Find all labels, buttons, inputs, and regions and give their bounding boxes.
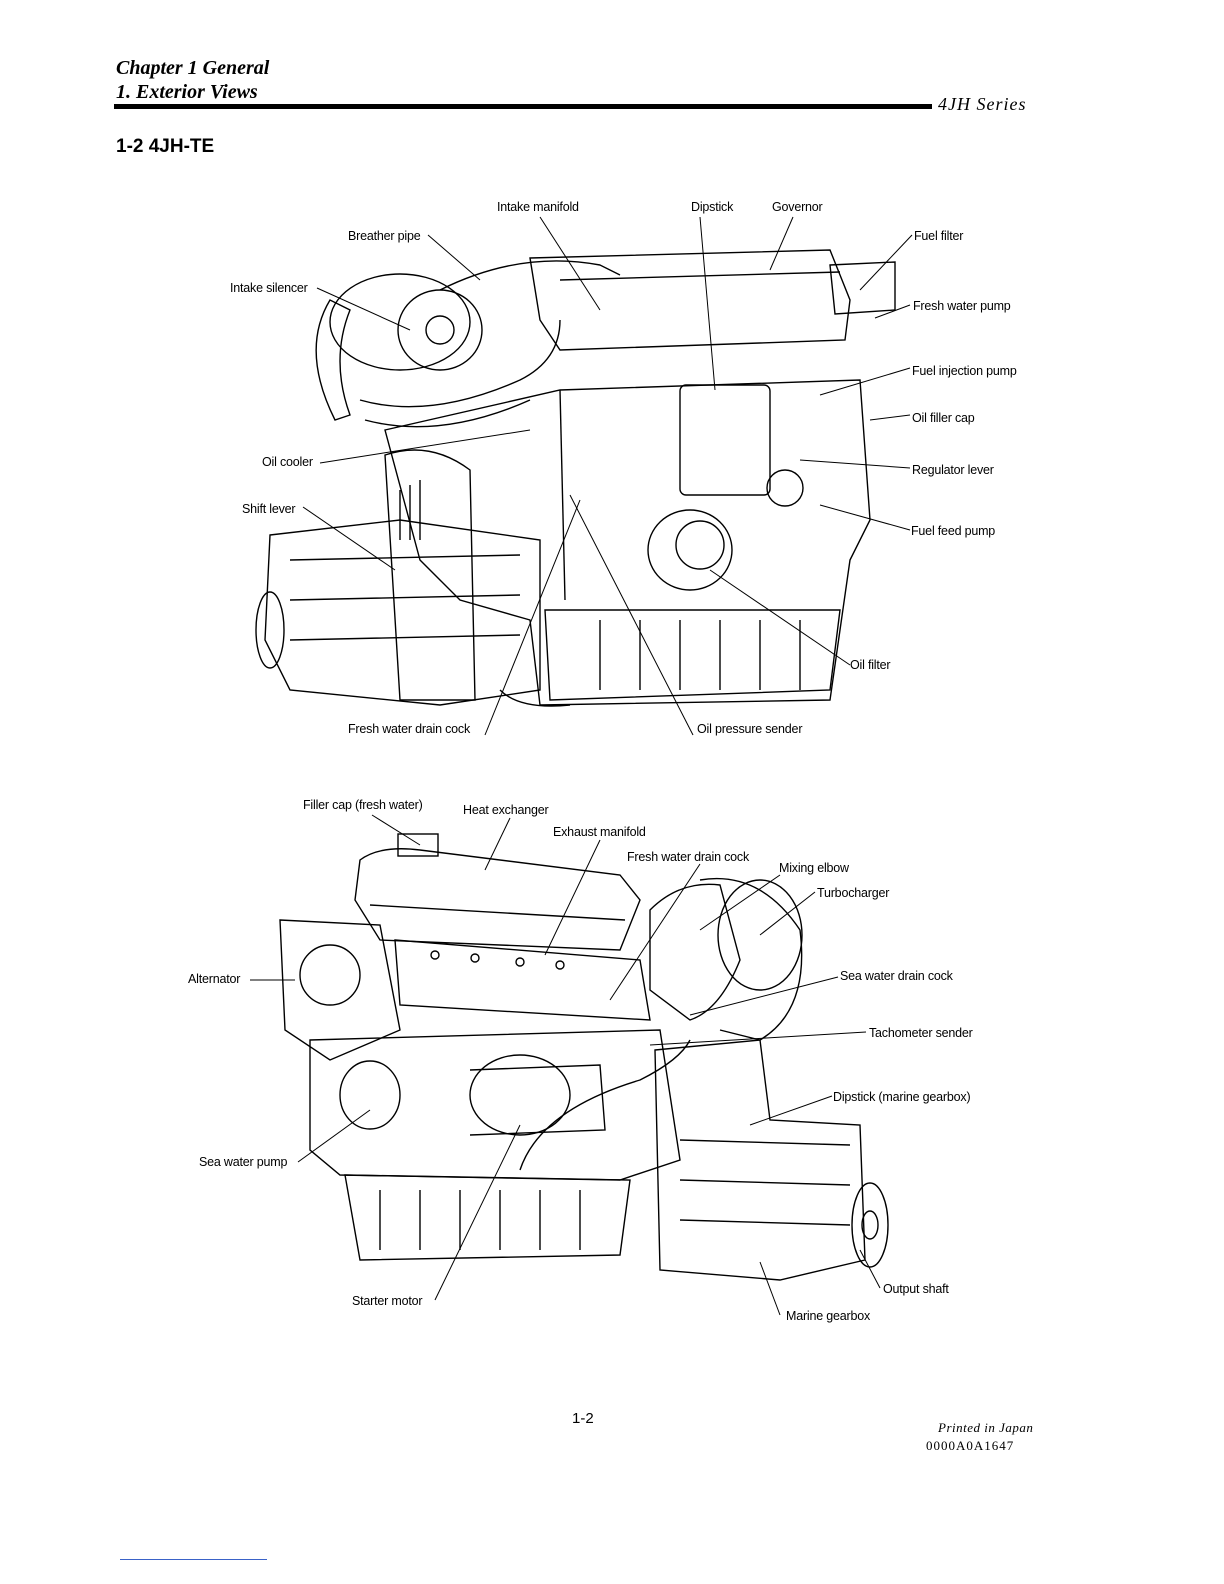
page-number: 1-2 [572,1410,594,1427]
figure-section-title: 1-2 4JH-TE [116,136,215,157]
header-rule [114,104,932,109]
label-tachometer-sender: Tachometer sender [869,1026,973,1040]
footer-rule [120,1559,267,1560]
section-heading: 1. Exterior Views [116,81,258,103]
label-fresh-water-pump: Fresh water pump [913,299,1011,313]
label-mixing-elbow: Mixing elbow [779,861,849,875]
series-label: 4JH Series [938,94,1027,114]
label-regulator-lever: Regulator lever [912,463,994,477]
printed-note: Printed in Japan [938,1420,1034,1435]
label-filler-cap: Filler cap (fresh water) [303,798,423,812]
label-fuel-feed-pump: Fuel feed pump [911,524,996,538]
label-sea-water-pump: Sea water pump [199,1155,288,1169]
label-fresh-water-drain-cock-top: Fresh water drain cock [348,722,471,736]
engine-drawing-top [255,216,913,736]
label-dipstick: Dipstick [691,200,734,214]
label-oil-cooler: Oil cooler [262,455,313,469]
label-exhaust-manifold: Exhaust manifold [553,825,646,839]
label-intake-silencer: Intake silencer [230,281,308,295]
label-intake-manifold: Intake manifold [497,200,579,214]
label-fresh-water-drain-cock-bottom: Fresh water drain cock [627,850,750,864]
label-oil-pressure-sender: Oil pressure sender [697,722,803,736]
engine-drawing-bottom [250,814,889,1316]
label-marine-gearbox: Marine gearbox [786,1309,871,1323]
document-code: 0000A0A1647 [926,1438,1015,1453]
label-shift-lever: Shift lever [242,502,296,516]
label-oil-filter: Oil filter [850,658,891,672]
label-heat-exchanger: Heat exchanger [463,803,549,817]
label-starter-motor: Starter motor [352,1294,423,1308]
label-output-shaft: Output shaft [883,1282,949,1296]
label-fuel-filter: Fuel filter [914,229,964,243]
label-governor: Governor [772,200,823,214]
chapter-heading: Chapter 1 General [116,57,270,79]
label-alternator: Alternator [188,972,241,986]
label-oil-filler-cap: Oil filler cap [912,411,975,425]
label-turbocharger: Turbocharger [817,886,890,900]
label-dipstick-marine-gearbox: Dipstick (marine gearbox) [833,1090,971,1104]
label-fuel-injection-pump: Fuel injection pump [912,364,1017,378]
label-breather-pipe: Breather pipe [348,229,421,243]
label-sea-water-drain-cock: Sea water drain cock [840,969,953,983]
